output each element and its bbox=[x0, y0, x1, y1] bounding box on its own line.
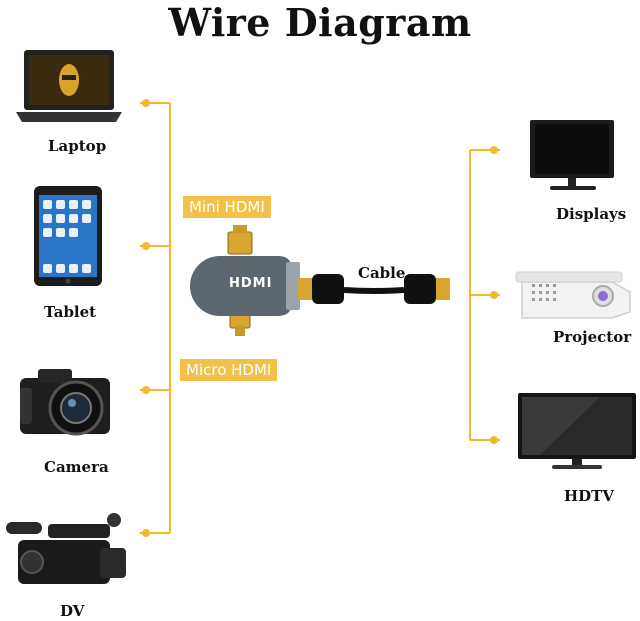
micro-hdmi-label: Micro HDMI bbox=[180, 359, 278, 381]
hdtv-label: HDTV bbox=[564, 487, 614, 505]
camcorder-icon bbox=[6, 513, 126, 584]
tablet-label: Tablet bbox=[44, 303, 97, 321]
projector-label: Projector bbox=[553, 328, 632, 346]
left-connector-bracket bbox=[140, 99, 171, 537]
mini-hdmi-label: Mini HDMI bbox=[183, 196, 271, 218]
projector-icon bbox=[515, 271, 631, 319]
dv-label: DV bbox=[60, 602, 85, 620]
tv-icon bbox=[518, 393, 636, 469]
laptop-label: Laptop bbox=[48, 137, 107, 155]
hdmi-adapter bbox=[190, 225, 300, 336]
camera-icon bbox=[20, 369, 110, 436]
laptop-icon bbox=[16, 50, 122, 122]
camera-label: Camera bbox=[44, 458, 109, 476]
cable-label: Cable bbox=[358, 264, 406, 282]
tablet-icon bbox=[34, 186, 102, 286]
right-connector-bracket bbox=[469, 146, 500, 444]
hdmi-logo-text: HDMI bbox=[229, 276, 273, 291]
hdmi-cable bbox=[298, 274, 450, 304]
displays-label: Displays bbox=[556, 205, 627, 223]
monitor-icon bbox=[530, 120, 614, 190]
diagram-title: Wire Diagram bbox=[168, 0, 472, 45]
